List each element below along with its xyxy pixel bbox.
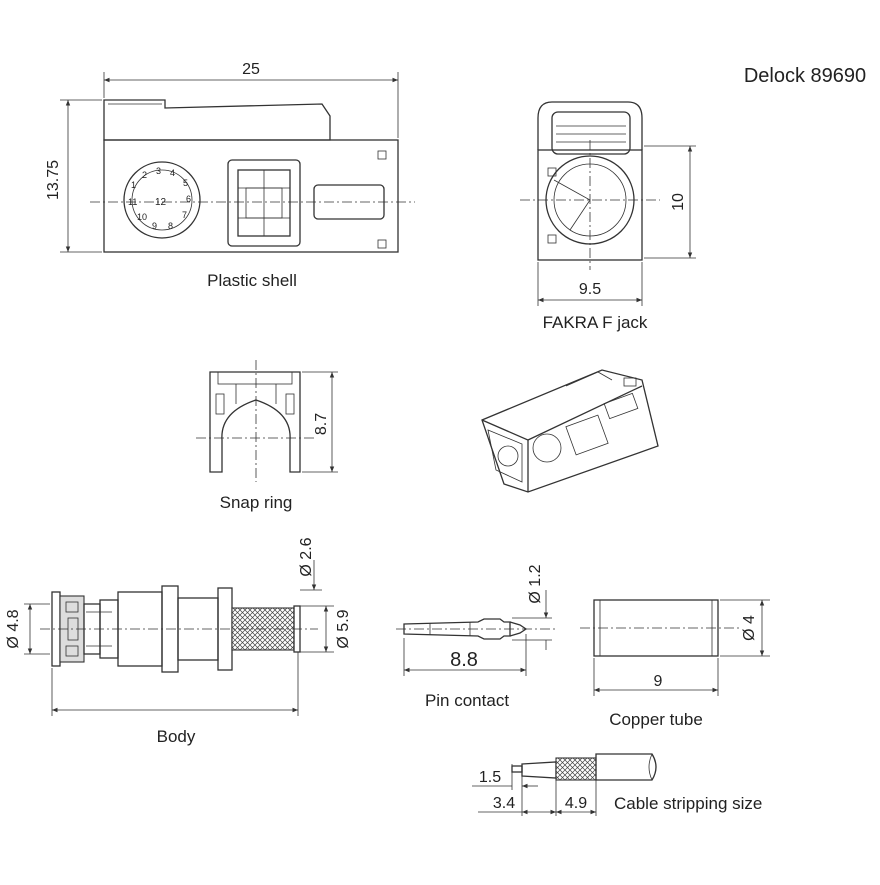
dim-pin-length: 8.8: [450, 649, 478, 671]
label-cable-stripping: Cable stripping size: [614, 794, 762, 813]
svg-text:3: 3: [156, 166, 161, 176]
label-fakra-jack: FAKRA F jack: [543, 313, 648, 332]
label-body: Body: [157, 727, 196, 746]
dim-pin-d: Ø 1.2: [527, 564, 544, 603]
cable-stripping-view: 1.5 3.4 4.9 Cable stripping size: [472, 753, 762, 816]
svg-text:9: 9: [152, 221, 157, 231]
snap-ring-view: 8.7 Snap ring: [196, 360, 338, 512]
dim-strip-2: 3.4: [493, 795, 515, 812]
svg-text:10: 10: [137, 212, 147, 222]
dim-strip-1: 1.5: [479, 769, 501, 786]
label-snap-ring: Snap ring: [220, 493, 293, 512]
label-copper-tube: Copper tube: [609, 710, 703, 729]
label-pin-contact: Pin contact: [425, 691, 509, 710]
pin-contact-view: Ø 1.2 8.8 Pin contact: [396, 564, 556, 710]
dim-tube-length: 9: [654, 673, 663, 690]
body-view: Ø 2.6 Ø 5.9 Ø 4.8 Body: [5, 537, 352, 746]
copper-tube-view: Ø 4 9 Copper tube: [580, 599, 770, 729]
dim-body-d-front: Ø 4.8: [5, 609, 22, 648]
plastic-shell-view: 1 2 3 4 5 6 7 8 9 10 11 12 25: [45, 61, 415, 290]
svg-text:8: 8: [168, 221, 173, 231]
svg-text:6: 6: [186, 194, 191, 204]
dim-shell-height: 13.75: [45, 160, 62, 200]
dim-shell-length: 25: [242, 61, 260, 78]
svg-text:5: 5: [183, 178, 188, 188]
isometric-view: [481, 369, 659, 493]
svg-text:1: 1: [131, 180, 136, 190]
label-plastic-shell: Plastic shell: [207, 271, 297, 290]
dim-body-d-small: Ø 2.6: [298, 537, 315, 576]
dim-tube-d: Ø 4: [741, 615, 758, 641]
dim-strip-3: 4.9: [565, 795, 587, 812]
dial-numbers: 1 2 3 4 5 6 7 8 9 10 11 12: [128, 166, 191, 231]
fakra-jack-view: 10 9.5 FAKRA F jack: [520, 101, 696, 332]
svg-text:4: 4: [170, 168, 175, 178]
svg-text:7: 7: [182, 210, 187, 220]
dim-body-d-crimp: Ø 5.9: [335, 609, 352, 648]
dim-jack-height: 10: [670, 193, 687, 211]
product-title: Delock 89690: [744, 65, 866, 87]
dim-jack-width: 9.5: [579, 281, 601, 298]
svg-text:2: 2: [142, 170, 147, 180]
dim-snap-ring-height: 8.7: [313, 413, 330, 435]
svg-text:12: 12: [155, 197, 167, 208]
